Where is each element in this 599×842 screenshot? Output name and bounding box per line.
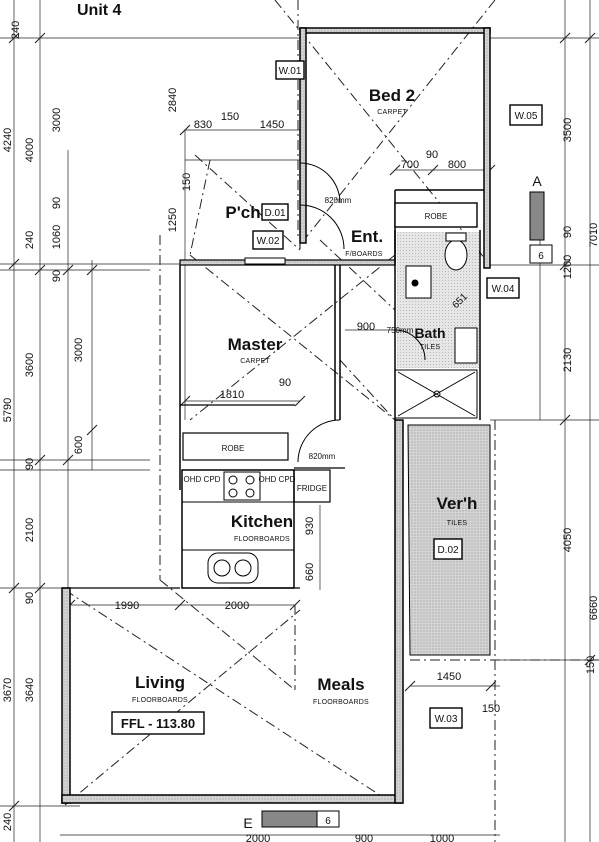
dim-left-in-90a: 90 — [51, 197, 63, 209]
room-master-label: Master — [228, 335, 283, 354]
dim-90-master: 90 — [279, 377, 291, 389]
dim-1450-top: 1450 — [260, 119, 284, 131]
dim-porch-2840: 2840 — [167, 88, 179, 112]
shower — [397, 371, 476, 417]
bath-fixtures — [405, 232, 478, 364]
ohd-cpd-right: OHD CPD — [259, 475, 296, 484]
dim-150-ver: 150 — [482, 703, 500, 715]
room-entry-finish: F/BOARDS — [345, 251, 383, 258]
dim-900-bath: 900 — [357, 321, 375, 333]
section-e-sheet: 6 — [325, 816, 331, 827]
dim-left-mid-90a: 90 — [24, 458, 36, 470]
tag-boxes — [111, 60, 543, 735]
tag-w05: W.05 — [515, 111, 538, 122]
dim-left-outer-5790: 5790 — [2, 398, 14, 422]
dim-left-in-1060: 1060 — [51, 225, 63, 249]
room-kitchen-finish: FLOORBOARDS — [234, 536, 290, 543]
dim-2000-living: 2000 — [225, 600, 249, 612]
section-a-sheet: 6 — [538, 251, 544, 262]
dim-left-mid-4000: 4000 — [24, 138, 36, 162]
section-marker-a — [529, 191, 553, 264]
walls — [61, 27, 491, 804]
dim-830: 830 — [194, 119, 212, 131]
room-kitchen-label: Kitchen — [231, 512, 293, 531]
room-bath-label: Bath — [414, 325, 445, 341]
ffl-level: FFL - 113.80 — [121, 716, 195, 731]
dim-far-6660: 6660 — [588, 596, 599, 620]
dim-left-mid-3640: 3640 — [24, 678, 36, 702]
tag-d01: D.01 — [264, 208, 286, 219]
dim-90-robe: 90 — [426, 149, 438, 161]
door-width-entry: 820mm — [325, 196, 352, 205]
dim-150-top: 150 — [221, 111, 239, 123]
tag-w01: W.01 — [279, 66, 302, 77]
dim-left-in-240: 240 — [24, 231, 36, 249]
dim-left-mid-2100: 2100 — [24, 518, 36, 542]
room-porch-label: P'ch — [225, 203, 260, 222]
room-entry-label: Ent. — [351, 227, 383, 246]
dim-1810: 1810 — [220, 389, 244, 401]
dim-porch-150: 150 — [181, 173, 193, 191]
dim-left-outer-3670: 3670 — [2, 678, 14, 702]
dim-kitchen-930: 930 — [304, 517, 316, 535]
tag-w03: W.03 — [435, 714, 458, 725]
dim-left-mid-240: 240 — [10, 21, 22, 39]
dim-right-2130: 2130 — [562, 348, 574, 372]
door-swings — [244, 162, 426, 463]
room-bed2-finish: CARPET — [377, 109, 407, 116]
room-verandah-finish: TILES — [447, 520, 468, 527]
dim-left-outer-4240: 4240 — [2, 128, 14, 152]
dim-1450-ver: 1450 — [437, 671, 461, 683]
dim-right-1200: 1200 — [562, 255, 574, 279]
door-width-master: 820mm — [309, 452, 336, 461]
tag-w04: W.04 — [492, 284, 515, 295]
room-living-label: Living — [135, 673, 185, 692]
section-a-label: A — [532, 173, 542, 189]
robe-bed2-label: ROBE — [425, 212, 448, 221]
room-master-finish: CARPET — [240, 358, 270, 365]
dimension-ticks — [8, 32, 596, 812]
robe-master-label: ROBE — [222, 444, 245, 453]
dim-right-4050: 4050 — [562, 528, 574, 552]
dim-800: 800 — [448, 159, 466, 171]
dim-left-mid-90b: 90 — [24, 592, 36, 604]
dim-far-7010: 7010 — [588, 223, 599, 247]
dim-left-in-90b: 90 — [51, 270, 63, 282]
dim-750: 750mm — [387, 326, 414, 335]
unit-title: Unit 4 — [77, 2, 122, 19]
dim-1990: 1990 — [115, 600, 139, 612]
dim-left-in-3000: 3000 — [51, 108, 63, 132]
dim-left-outer-240: 240 — [2, 813, 14, 831]
dim-right-3500: 3500 — [562, 118, 574, 142]
tag-d02: D.02 — [437, 545, 459, 556]
dim-left-in-600: 600 — [73, 436, 85, 454]
room-meals-label: Meals — [317, 675, 364, 694]
section-e-label: E — [243, 815, 252, 831]
dim-porch-1250: 1250 — [167, 208, 179, 232]
construction-lines — [64, 0, 599, 842]
kitchen-fixtures — [207, 471, 261, 584]
room-bath-finish: TILES — [420, 344, 441, 351]
room-bed2-label: Bed 2 — [369, 86, 415, 105]
dim-bottom-1000: 1000 — [430, 833, 454, 842]
tag-w02: W.02 — [257, 236, 280, 247]
dim-700: 700 — [401, 159, 419, 171]
dim-kitchen-660: 660 — [304, 563, 316, 581]
room-living-finish: FLOORBOARDS — [132, 697, 188, 704]
dim-right-150: 150 — [585, 656, 597, 674]
room-meals-finish: FLOORBOARDS — [313, 699, 369, 706]
dim-bottom-900: 900 — [355, 833, 373, 842]
room-verandah-label: Ver'h — [437, 494, 478, 513]
fridge-label: FRIDGE — [297, 484, 327, 493]
ohd-cpd-left: OHD CPD — [184, 475, 221, 484]
section-marker-e — [261, 810, 340, 828]
dim-left-in-3000b: 3000 — [73, 338, 85, 362]
dim-right-90: 90 — [562, 226, 574, 238]
dim-left-mid-3600: 3600 — [24, 353, 36, 377]
dim-bottom-2000: 2000 — [246, 833, 270, 842]
